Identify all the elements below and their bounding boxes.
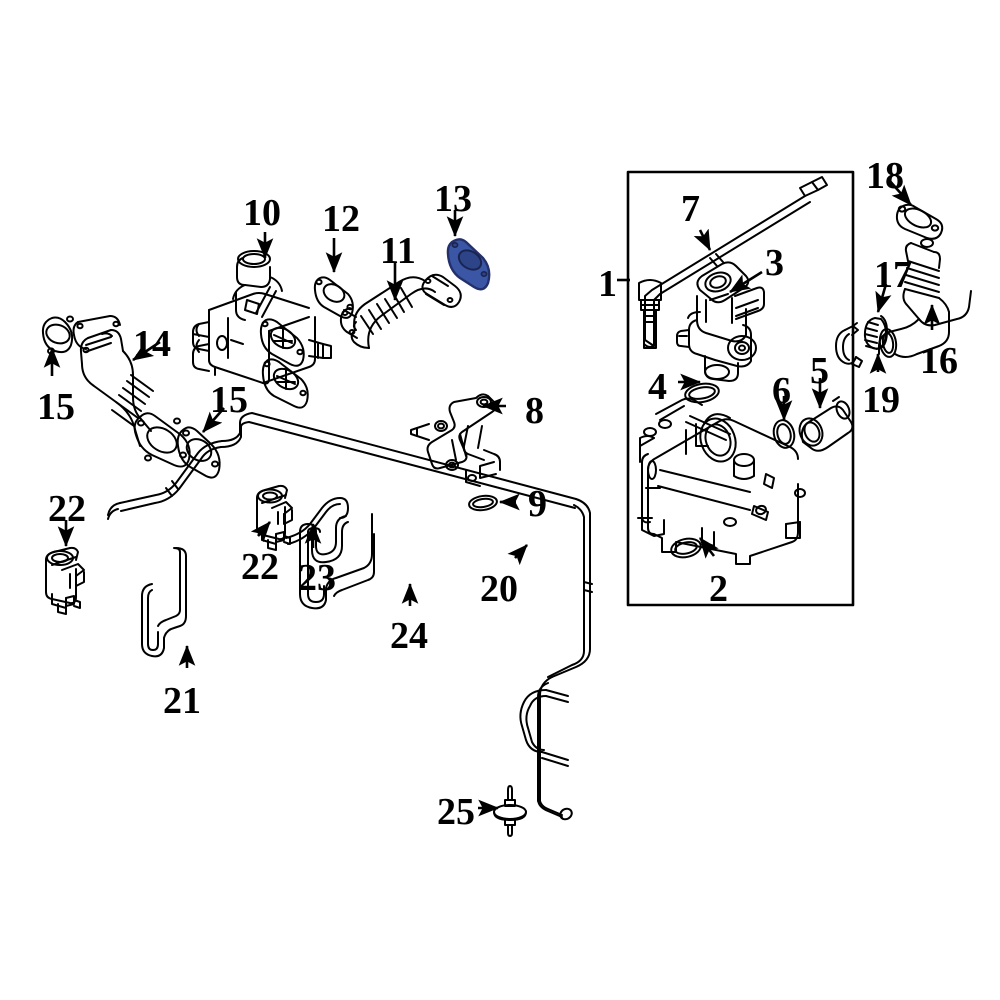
- upper-pipe-gasket-drawing: [895, 203, 944, 240]
- callout-5: 5: [810, 350, 829, 392]
- callout-4: 4: [648, 366, 667, 408]
- vacuum-solenoid-left-drawing: [45, 546, 85, 615]
- callout-18: 18: [866, 155, 904, 197]
- leader-3: [729, 270, 763, 294]
- callout-11: 11: [380, 230, 416, 272]
- callout-7: 7: [681, 188, 700, 230]
- callout-15b: 15: [210, 379, 248, 421]
- leader-14: [132, 340, 161, 362]
- callout-24: 24: [390, 615, 428, 657]
- callout-22b: 22: [241, 546, 279, 588]
- leader-22b: [250, 521, 271, 543]
- main-vacuum-line-drawing: [107, 412, 593, 821]
- wide-band-clamp-drawing: [863, 315, 888, 350]
- spring-clamp-drawing: [835, 322, 863, 368]
- callout-10: 10: [243, 192, 281, 234]
- callout-15a: 15: [37, 386, 75, 428]
- callout-6: 6: [772, 370, 791, 412]
- callout-17: 17: [874, 254, 912, 296]
- leader-2: [698, 537, 719, 559]
- rubber-boot-drawing: [798, 396, 854, 452]
- hose-loop-drawing: [519, 689, 569, 767]
- callout-25: 25: [437, 791, 475, 833]
- callout-8: 8: [525, 390, 544, 432]
- callout-16: 16: [920, 340, 958, 382]
- callout-3: 3: [765, 242, 784, 284]
- callout-13: 13: [434, 178, 472, 220]
- crossover-gasket-drawing: [313, 276, 354, 319]
- check-valve-drawing: [493, 785, 527, 837]
- highlighted-gasket-13-drawing: [446, 238, 491, 291]
- callout-22a: 22: [48, 488, 86, 530]
- leader-7: [693, 228, 712, 251]
- callout-14: 14: [133, 323, 171, 365]
- callout-23: 23: [298, 557, 336, 599]
- leader-17: [875, 283, 892, 313]
- leader-20: [507, 544, 528, 566]
- leader-15b: [202, 407, 225, 433]
- egr-inlet-pipe-drawing: [72, 315, 191, 468]
- callout-12: 12: [322, 198, 360, 240]
- coolant-pipe-drawing: [878, 238, 972, 358]
- callout-19: 19: [862, 379, 900, 421]
- bracket-seal-oring-drawing: [468, 494, 498, 512]
- temperature-sensor-drawing: [638, 176, 828, 349]
- short-vacuum-hose-drawing: [141, 547, 187, 658]
- callout-20: 20: [480, 568, 518, 610]
- leader-18: [888, 179, 912, 206]
- egr-control-valve-drawing: [676, 261, 765, 382]
- callout-9: 9: [528, 483, 547, 525]
- egr-valve-assembly-drawing: [192, 250, 332, 409]
- callout-21: 21: [163, 680, 201, 722]
- callout-2: 2: [709, 568, 728, 610]
- callout-1: 1: [598, 263, 617, 305]
- assembly-group-box: [626, 170, 855, 607]
